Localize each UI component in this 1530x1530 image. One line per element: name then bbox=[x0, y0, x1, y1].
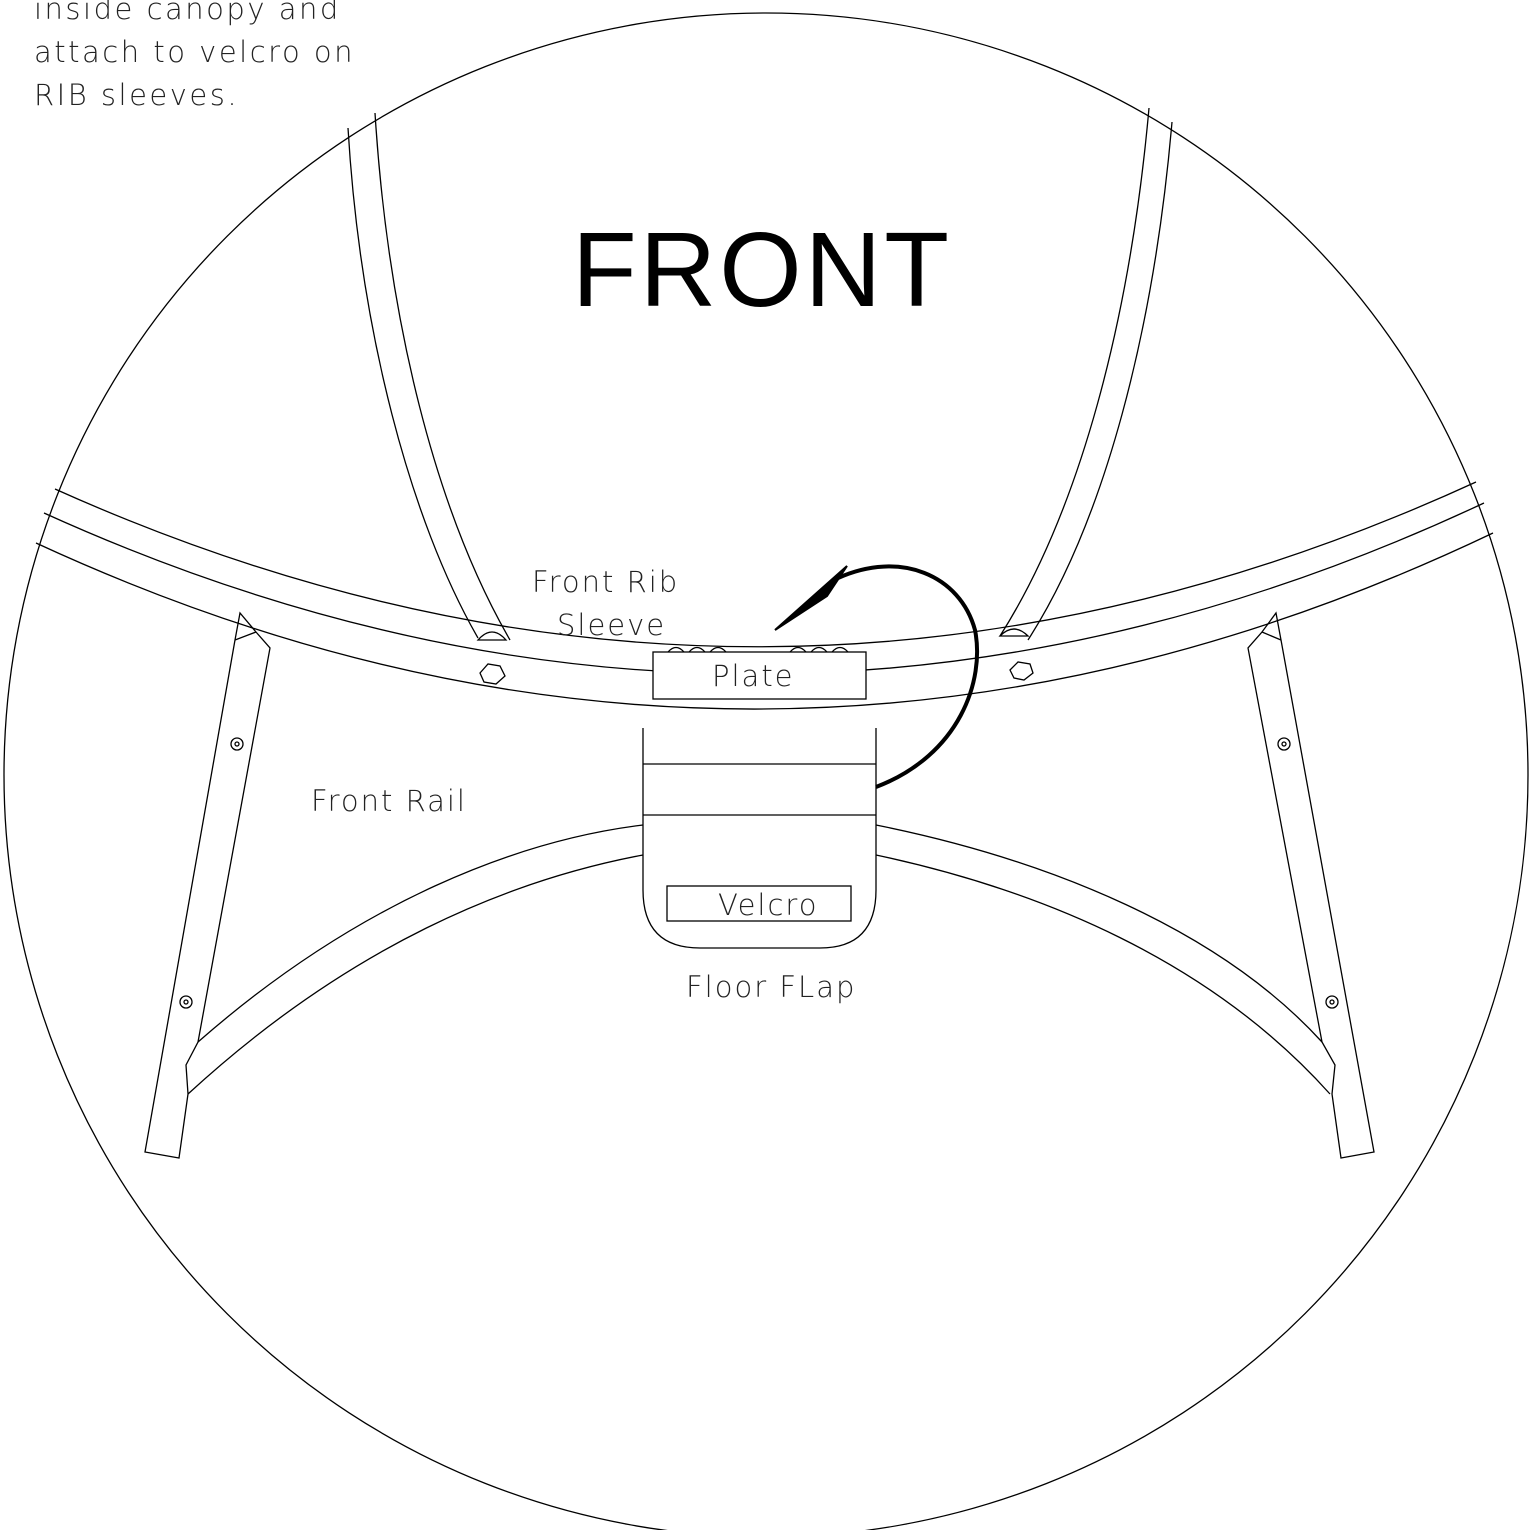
front-rail-bottom-right bbox=[875, 854, 1331, 1095]
left-leg-joint bbox=[234, 631, 257, 641]
front-rail-top bbox=[197, 824, 644, 1043]
plate-screws bbox=[667, 646, 849, 653]
right-rib-inner bbox=[999, 107, 1150, 637]
floor-flap-label: Floor FLap bbox=[686, 970, 856, 1004]
front-rib-label: Front Rib bbox=[532, 565, 679, 599]
front-rail-top-right bbox=[875, 824, 1323, 1043]
note-line-2: attach to velcro on bbox=[34, 35, 356, 69]
plate bbox=[652, 651, 867, 700]
plate-label: Plate bbox=[712, 659, 795, 693]
velcro-strip bbox=[666, 885, 852, 922]
left-leg bbox=[144, 611, 271, 1159]
knob-icon bbox=[476, 628, 1034, 685]
left-rib-outer bbox=[347, 127, 479, 639]
right-leg-joint bbox=[1261, 631, 1282, 641]
rib-sleeve-top bbox=[54, 481, 1477, 648]
rib-sleeve-mid bbox=[43, 502, 1485, 675]
arrow-head-icon bbox=[774, 565, 848, 631]
bolt-icon bbox=[179, 737, 1339, 1009]
front-title: FRONT bbox=[572, 211, 952, 329]
left-rib-inner bbox=[374, 112, 511, 641]
detail-circle bbox=[3, 12, 1529, 1530]
front-rail-label: Front Rail bbox=[311, 784, 467, 818]
note-line-1: inside canopy and bbox=[34, 0, 341, 26]
right-rib-outer bbox=[1027, 121, 1173, 641]
front-rail-bottom bbox=[187, 854, 644, 1095]
fold-arrow bbox=[837, 564, 980, 789]
floor-flap bbox=[642, 728, 877, 949]
rib-sleeve-bottom bbox=[35, 532, 1494, 710]
right-leg bbox=[1247, 611, 1375, 1159]
note-line-3: RIB sleeves. bbox=[34, 78, 240, 112]
velcro-label: Velcro bbox=[718, 888, 818, 922]
instruction-note: inside canopy and attach to velcro on RI… bbox=[34, 0, 355, 117]
sleeve-label: Sleeve bbox=[557, 608, 666, 642]
